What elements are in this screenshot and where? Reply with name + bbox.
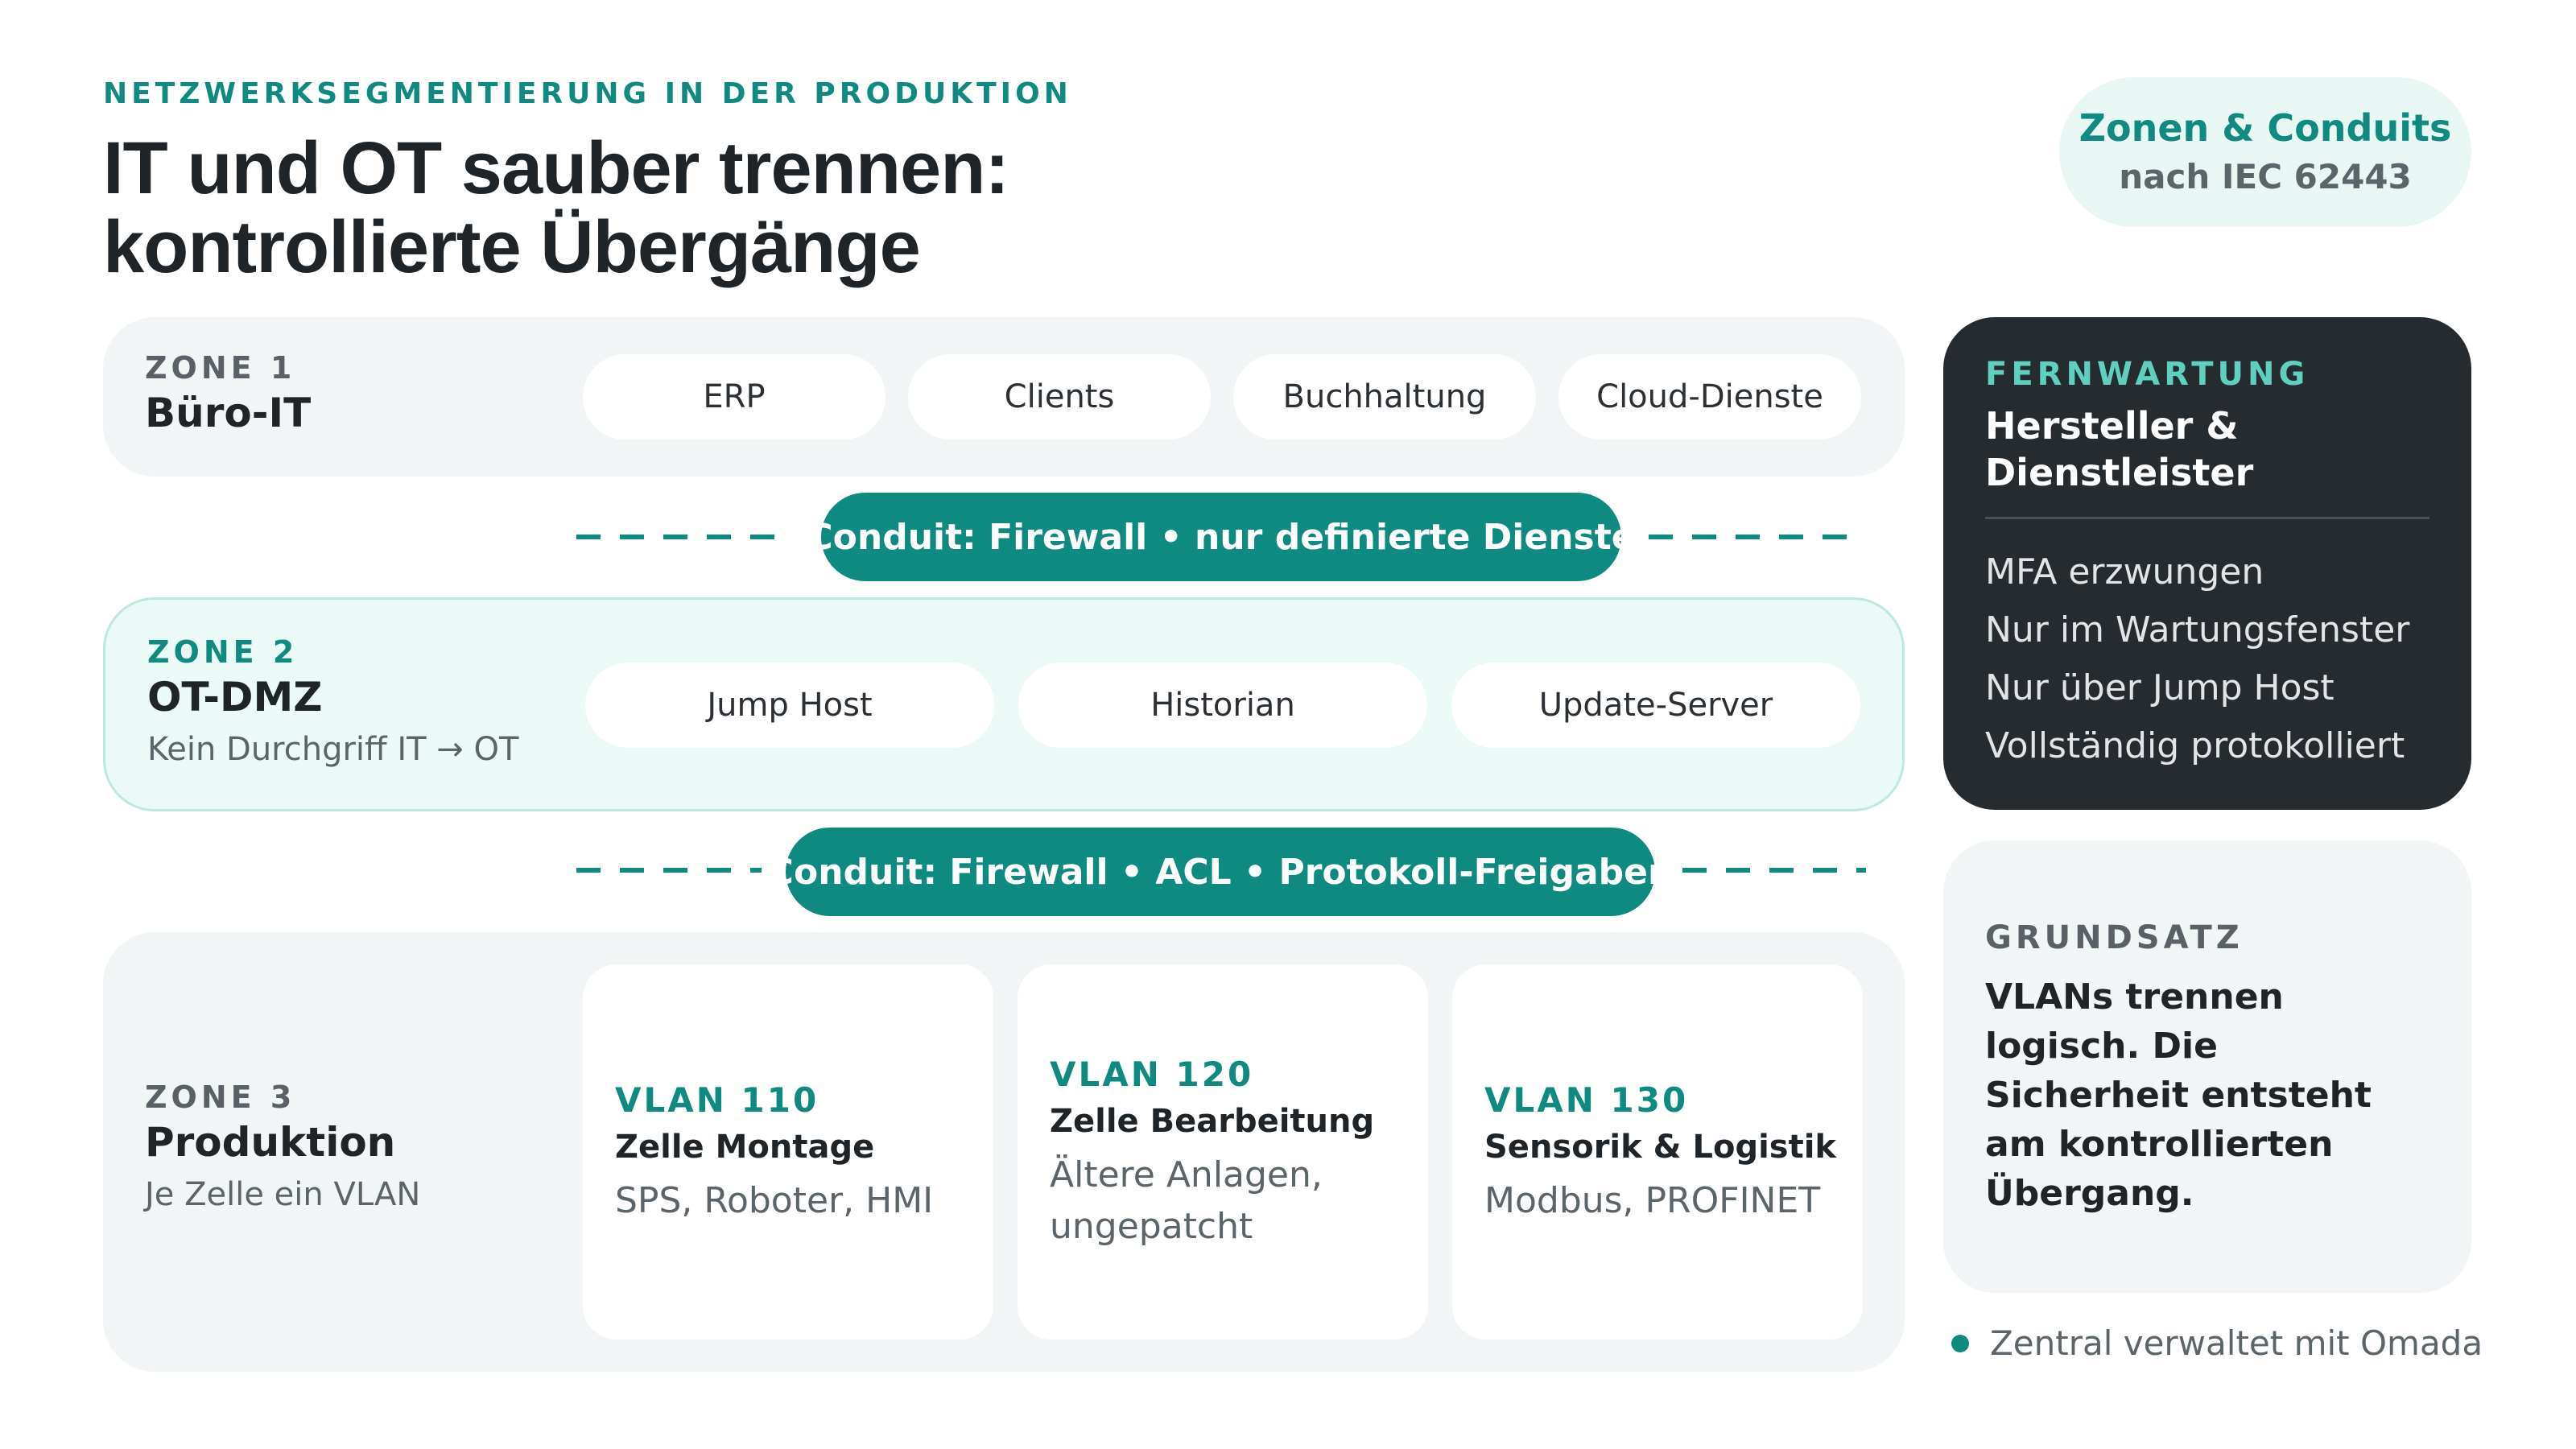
vlan-110-name: Zelle Montage [615, 1129, 875, 1166]
zone-1-item-clients: Clients [908, 354, 1211, 440]
vlan-130-code: VLAN 130 [1484, 1080, 1689, 1120]
remote-title: Hersteller & Dienstleister [1985, 404, 2254, 494]
remote-item-logged: Vollständig protokolliert [1985, 725, 2405, 766]
page-title-line-1: IT und OT sauber trennen: [103, 127, 1009, 209]
vlan-card-120: VLAN 120 Zelle Bearbeitung Ältere Anlage… [1018, 964, 1428, 1340]
zone-1-item-buchhaltung: Buchhaltung [1233, 354, 1536, 440]
zone-ot-dmz: ZONE 2 OT-DMZ Kein Durchgriff IT → OT Ju… [103, 597, 1905, 811]
conduit-1-badge: Conduit: Firewall • nur definierte Diens… [807, 493, 1636, 581]
zone-1-item-erp: ERP [583, 354, 886, 440]
zone-3-code: ZONE 3 [145, 1080, 296, 1115]
zone-produktion: ZONE 3 Produktion Je Zelle ein VLAN VLAN… [103, 932, 1905, 1372]
vlan-120-desc: Ältere Anlagen, ungepatcht [1050, 1154, 1323, 1247]
vlan-110-desc: SPS, Roboter, HMI [615, 1180, 934, 1221]
zone-2-item-update-server: Update-Server [1451, 663, 1860, 748]
conduit-2-dash-right [1682, 868, 1866, 873]
conduit-2-badge: Conduit: Firewall • ACL • Protokoll-Frei… [768, 828, 1673, 916]
vlan-120-code: VLAN 120 [1050, 1055, 1254, 1094]
zone-3-label: ZONE 3 Produktion Je Zelle ein VLAN [145, 1077, 420, 1217]
principle-eyebrow: GRUNDSATZ [1985, 919, 2244, 956]
zone-1-code: ZONE 1 [145, 350, 296, 386]
page-title-line-2: kontrollierte Übergänge [103, 206, 921, 288]
zone-2-code: ZONE 2 [147, 634, 299, 670]
footnote-text: Zentral verwaltet mit Omada [1990, 1323, 2483, 1363]
eyebrow-label: NETZWERKSEGMENTIERUNG IN DER PRODUKTION [103, 77, 1072, 110]
vlan-110-code: VLAN 110 [615, 1080, 819, 1120]
remote-item-jump-host: Nur über Jump Host [1985, 667, 2334, 708]
zone-3-subtitle: Je Zelle ein VLAN [145, 1176, 421, 1213]
page-title: IT und OT sauber trennen: kontrollierte … [103, 129, 1311, 287]
status-dot-icon [1951, 1334, 1969, 1352]
remote-eyebrow: FERNWARTUNG [1985, 356, 2310, 393]
standard-badge-subtitle: nach IEC 62443 [2119, 157, 2412, 196]
zone-1-name: Büro-IT [145, 390, 312, 436]
principle-card: GRUNDSATZ VLANs trennen logisch. Die Sic… [1943, 840, 2471, 1293]
zone-2-subtitle: Kein Durchgriff IT → OT [147, 731, 519, 768]
zone-1-label: ZONE 1 Büro-IT [145, 348, 311, 438]
vlan-130-desc: Modbus, PROFINET [1484, 1180, 1821, 1221]
zone-1-item-cloud-dienste: Cloud-Dienste [1558, 354, 1861, 440]
zone-buero-it: ZONE 1 Büro-IT ERP Clients Buchhaltung C… [103, 317, 1905, 477]
vlan-120-name: Zelle Bearbeitung [1050, 1103, 1375, 1140]
conduit-2-dash-left [576, 868, 762, 873]
vlan-card-110: VLAN 110 Zelle Montage SPS, Roboter, HMI [583, 964, 993, 1340]
remote-item-mfa: MFA erzwungen [1985, 551, 2264, 592]
conduit-1-dash-left [576, 535, 794, 539]
vlan-card-130: VLAN 130 Sensorik & Logistik Modbus, PRO… [1452, 964, 1863, 1340]
vlan-130-name: Sensorik & Logistik [1484, 1129, 1837, 1166]
zone-2-label: ZONE 2 OT-DMZ Kein Durchgriff IT → OT [147, 632, 518, 772]
zone-2-item-historian: Historian [1018, 663, 1427, 748]
zone-2-item-jump-host: Jump Host [585, 663, 994, 748]
remote-maintenance-card: FERNWARTUNG Hersteller & Dienstleister M… [1943, 317, 2471, 810]
conduit-1-dash-right [1649, 535, 1866, 539]
principle-text: VLANs trennen logisch. Die Sicherheit en… [1985, 976, 2372, 1214]
zone-2-name: OT-DMZ [147, 674, 323, 720]
footnote: Zentral verwaltet mit Omada [1951, 1323, 2483, 1363]
standard-badge: Zonen & Conduits nach IEC 62443 [2059, 77, 2471, 227]
remote-divider [1985, 517, 2429, 519]
zone-3-name: Produktion [145, 1119, 396, 1166]
remote-item-maintenance-window: Nur im Wartungsfenster [1985, 609, 2410, 650]
standard-badge-title: Zonen & Conduits [2079, 106, 2452, 150]
